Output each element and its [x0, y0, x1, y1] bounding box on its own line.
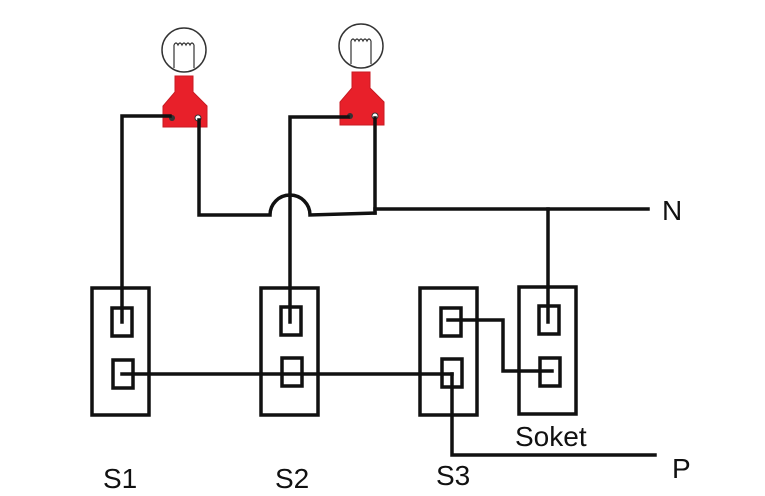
socket [517, 285, 578, 416]
filament-icon [173, 42, 195, 68]
filament-icon [350, 38, 372, 64]
switch-terminal [111, 358, 135, 390]
switch-terminal [280, 356, 304, 388]
switch-terminal [440, 357, 464, 389]
lamp-holder [339, 71, 385, 126]
switch-s1 [90, 286, 151, 417]
switch-s3 [418, 286, 479, 417]
socket-terminal [537, 304, 561, 336]
switch-plate [418, 286, 479, 417]
bulb-glass [338, 23, 384, 69]
switch-terminal [110, 306, 134, 338]
phase-line [450, 372, 657, 457]
wire-s2-lamp2 [288, 115, 350, 324]
socket-terminal [538, 356, 562, 388]
switch-terminal [439, 306, 463, 338]
label-socket: Soket [515, 421, 587, 452]
switch-plate [90, 286, 151, 417]
bulb-glass [161, 27, 207, 73]
wire-lamp1-neutral [197, 118, 377, 217]
label-neutral: N [662, 195, 682, 226]
wire-s1-lamp1 [120, 114, 172, 324]
label-phase: P [672, 453, 691, 484]
label-s1: S1 [103, 463, 137, 494]
switch-terminal [279, 305, 303, 337]
switch-s2 [259, 286, 320, 417]
lamp-1 [161, 27, 208, 128]
lamp-holder [162, 75, 208, 128]
socket-plate [517, 285, 578, 416]
switch-plate [259, 286, 320, 417]
label-s2: S2 [275, 463, 309, 494]
label-s3: S3 [436, 460, 470, 491]
lamp-2 [338, 23, 385, 126]
